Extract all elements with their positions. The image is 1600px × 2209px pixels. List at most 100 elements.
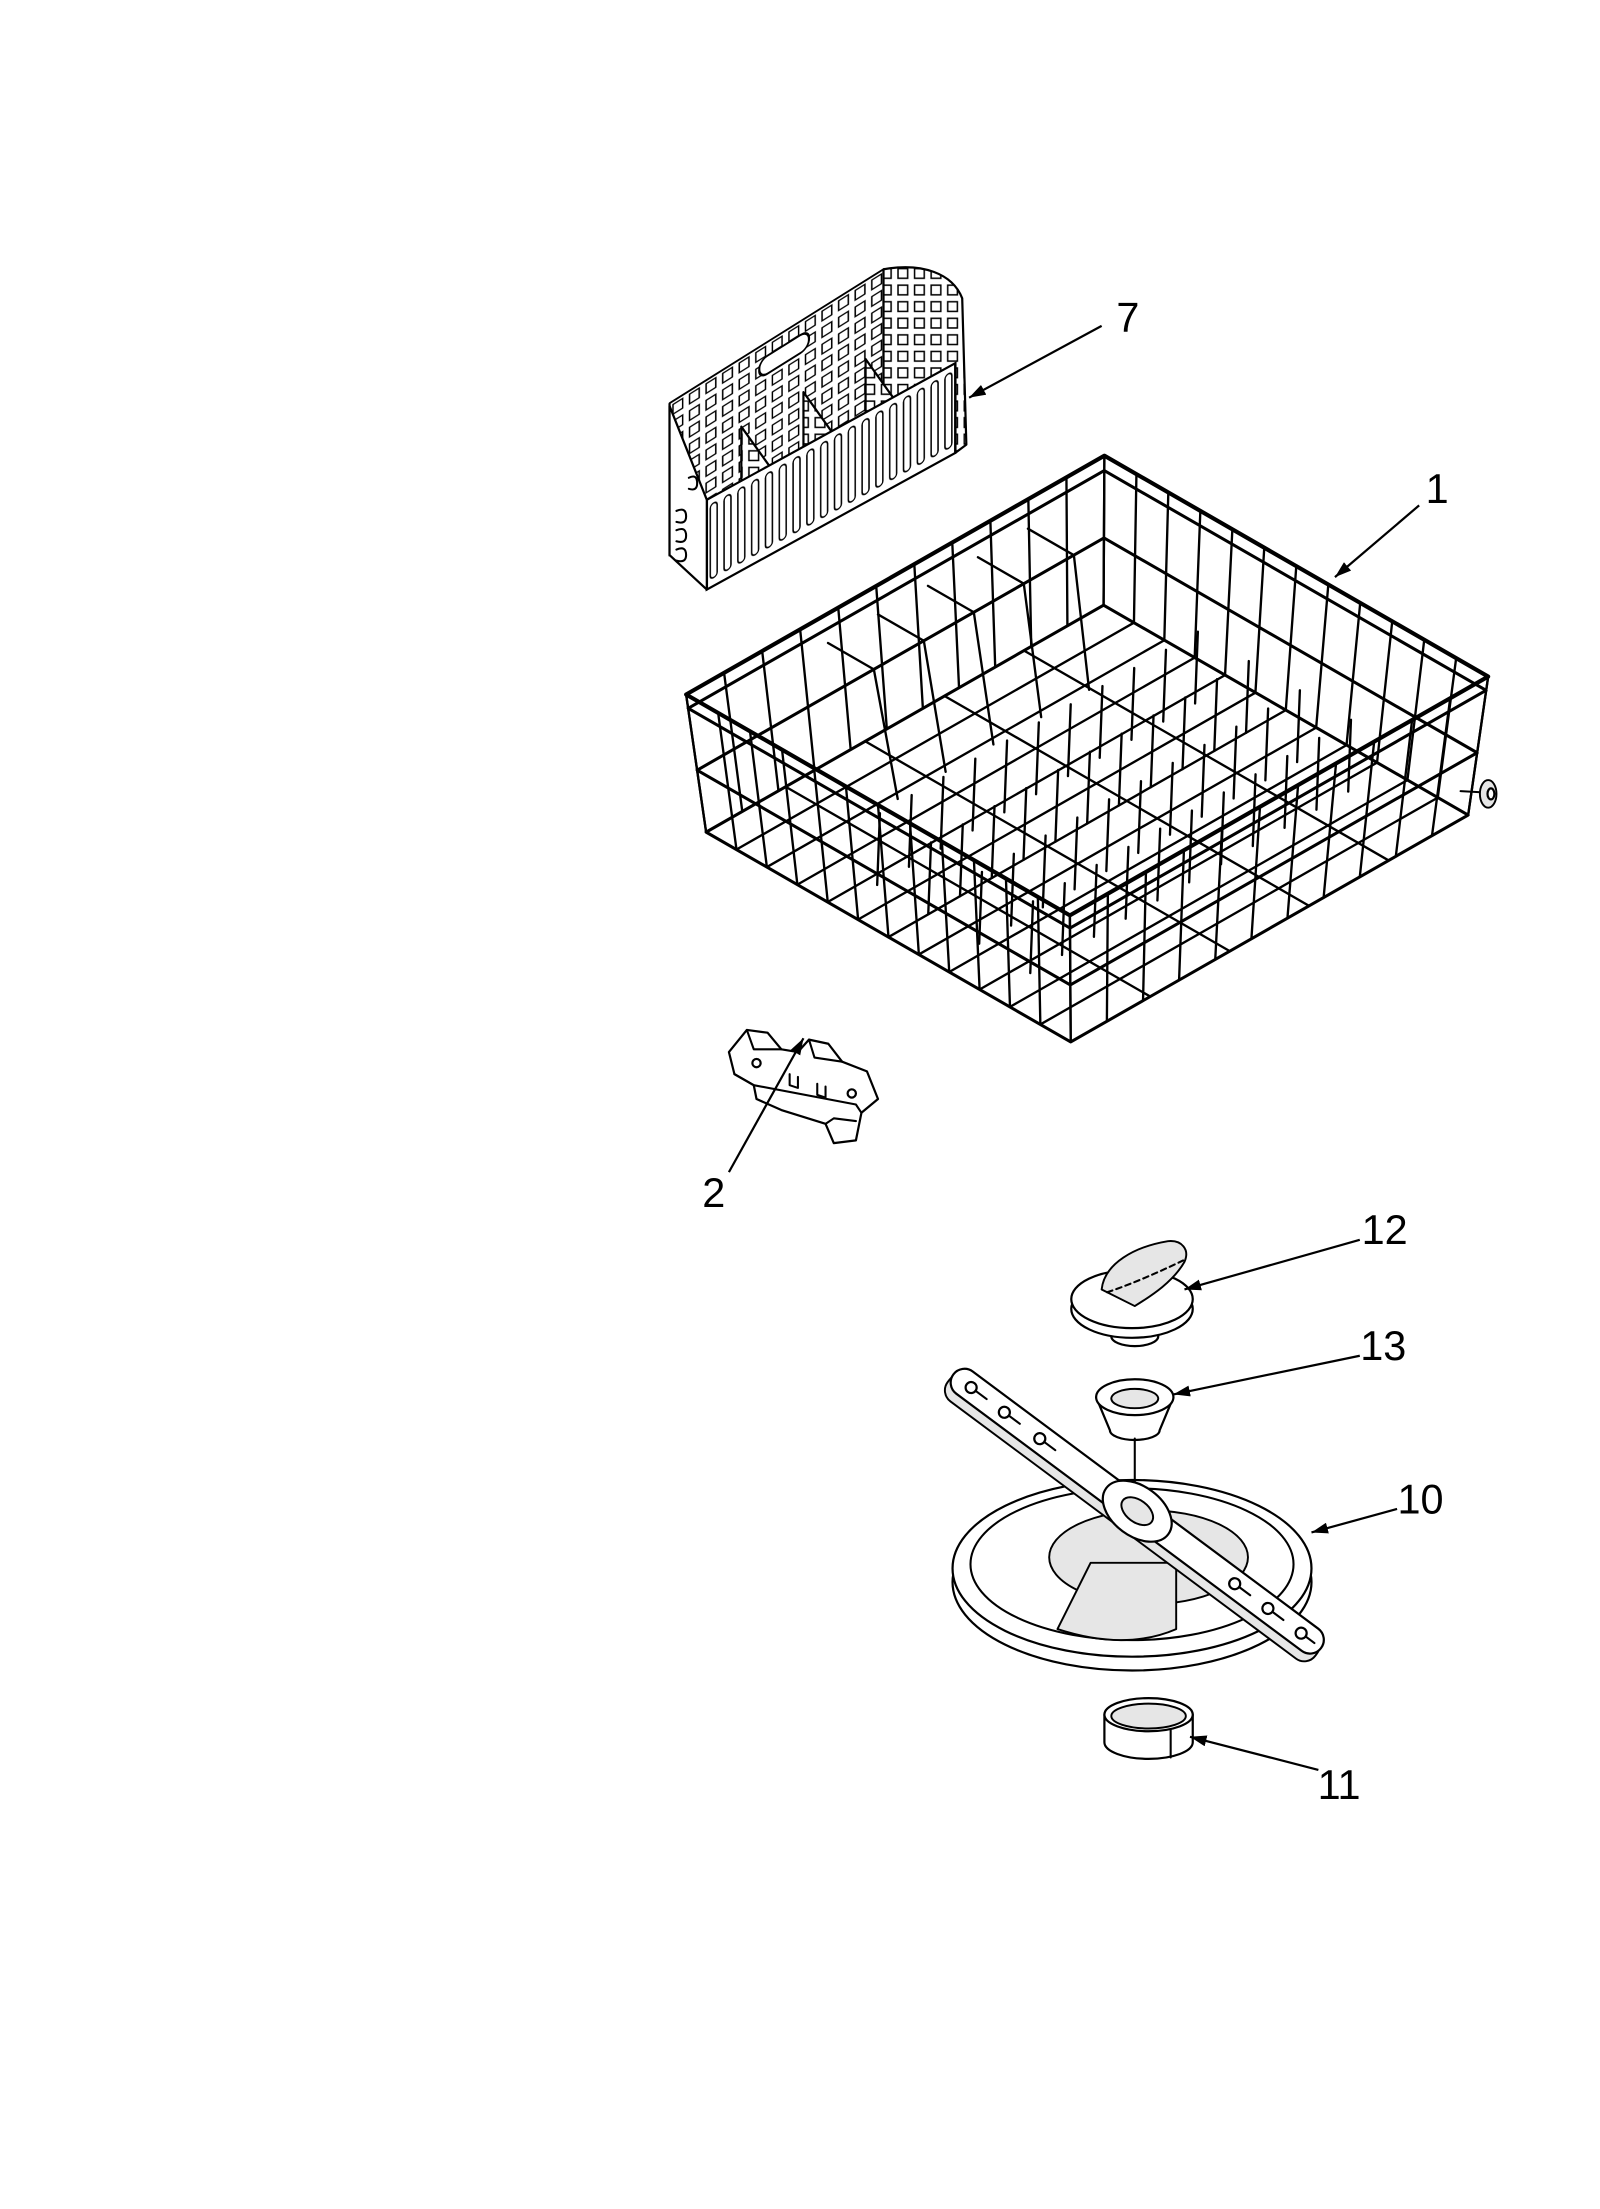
basket-end-openings (675, 475, 699, 563)
rack-tine (939, 775, 945, 850)
silverware-basket (668, 266, 968, 592)
rack-side-wire (940, 840, 951, 974)
rack-side-wire (1214, 827, 1224, 961)
rack-tine (1034, 721, 1041, 796)
rack-tine (1003, 739, 1009, 814)
rack-tine (1295, 689, 1302, 764)
rack-clip-detail (788, 1073, 827, 1099)
rack-top-rim (684, 453, 1491, 918)
rack-tine (958, 823, 964, 898)
rack-side-wire (716, 711, 738, 851)
rack-tine (1073, 816, 1079, 891)
rack-side-wire (989, 519, 997, 669)
rack-side-wire (913, 562, 925, 710)
callout-labels: 7 1 2 12 13 10 11 (702, 295, 1448, 1808)
rack-tine (1117, 732, 1123, 807)
rack-side-wire (722, 671, 744, 813)
rack-side-wire (798, 628, 816, 772)
rack-side-wire (1254, 546, 1266, 694)
base-feed-tube (1056, 1561, 1178, 1642)
leader-line-11 (1189, 1735, 1319, 1771)
nut-fin-ridge (1106, 1259, 1185, 1294)
rack-floor-wire (943, 694, 1311, 908)
rack-tine (1022, 786, 1028, 862)
leader-line-12 (1184, 1238, 1361, 1291)
callout-13: 13 (1360, 1323, 1406, 1369)
rack-side-wire (748, 730, 769, 869)
rack-tine (1130, 666, 1136, 741)
rack-tine (1244, 659, 1250, 735)
leader-line-1 (1334, 504, 1420, 578)
rack-side-wire (812, 766, 829, 904)
rack-tine (971, 757, 977, 832)
rack-side-wire (780, 748, 799, 886)
nut-fin (1100, 1240, 1188, 1308)
leader-line-7 (968, 324, 1103, 399)
rack-side-wire (1193, 509, 1202, 659)
rack-tine (1168, 761, 1174, 836)
rack-clip (727, 1028, 880, 1145)
spray-arm-nut (1070, 1240, 1194, 1348)
rack-side-wire (1068, 914, 1072, 1044)
rack-floor-wire (735, 621, 1136, 851)
rack-side-wire (875, 584, 889, 731)
rack-floor-wire (863, 740, 1231, 953)
rack-side-wire (1223, 528, 1234, 677)
rack-side-wire (837, 606, 852, 751)
leader-line-10 (1311, 1507, 1398, 1534)
rack-tine (1232, 725, 1238, 800)
rack-side-wire (908, 822, 921, 956)
rack-side-wire (1358, 740, 1376, 879)
rack-side-wire (684, 693, 708, 834)
rack-side-wire (1375, 620, 1394, 764)
rack-tine (990, 805, 996, 880)
rack-floor-wire (917, 726, 1318, 956)
rack-tine (1162, 648, 1168, 723)
rack-side-wire (972, 858, 981, 991)
rack-tine (1060, 882, 1066, 957)
rack-side-wire (1102, 454, 1106, 607)
rack-side-wire (1284, 564, 1298, 712)
retaining-ring-bore (1110, 1702, 1187, 1730)
rack-side-wire (1430, 697, 1452, 837)
rack-side-wire (844, 785, 860, 921)
bearing-ring (1095, 1378, 1175, 1442)
rack-side-wire (761, 649, 780, 793)
rack-tine (1193, 630, 1200, 705)
callout-12: 12 (1362, 1207, 1408, 1253)
rack-clip-hole (846, 1088, 858, 1099)
rack-tine (1213, 677, 1219, 753)
spray-arm (943, 1367, 1325, 1663)
rack-floor-wire (784, 785, 1152, 998)
rack-floor-wire (978, 761, 1379, 991)
rack-side-wire (1286, 783, 1300, 920)
rack-tine (1041, 834, 1047, 909)
basket-handle-slot (758, 332, 811, 377)
rack-tine (1085, 750, 1092, 825)
rack-side-wire (1132, 472, 1138, 624)
basket-end-panel-left (668, 404, 708, 591)
rack-rim-wire (695, 536, 1479, 987)
rack-side-wire (876, 803, 890, 939)
rack-floor-wire (1008, 778, 1409, 1009)
rack-tine (1054, 768, 1060, 843)
rack-side-wire (1027, 497, 1033, 648)
callout-1: 1 (1426, 466, 1449, 512)
callout-2: 2 (702, 1170, 725, 1216)
bearing-ring-bore (1110, 1387, 1160, 1410)
callout-10: 10 (1398, 1476, 1444, 1522)
rack-tine (1105, 798, 1111, 873)
rack-floor-wire (796, 656, 1196, 886)
rack-tine (1137, 780, 1143, 855)
rack-side-wire (1004, 877, 1012, 1009)
leader-line-2 (727, 1037, 805, 1173)
rack-rim-wire (686, 469, 1488, 930)
rack-tine (1181, 696, 1187, 771)
rack-side-wire (1141, 870, 1148, 1002)
callout-7: 7 (1116, 295, 1139, 341)
rack-tine (1066, 703, 1072, 778)
lower-rack (684, 453, 1491, 1044)
rack-side-wire (1406, 638, 1426, 782)
leader-lines (727, 324, 1420, 1771)
rack-floor-wire (1022, 649, 1390, 862)
